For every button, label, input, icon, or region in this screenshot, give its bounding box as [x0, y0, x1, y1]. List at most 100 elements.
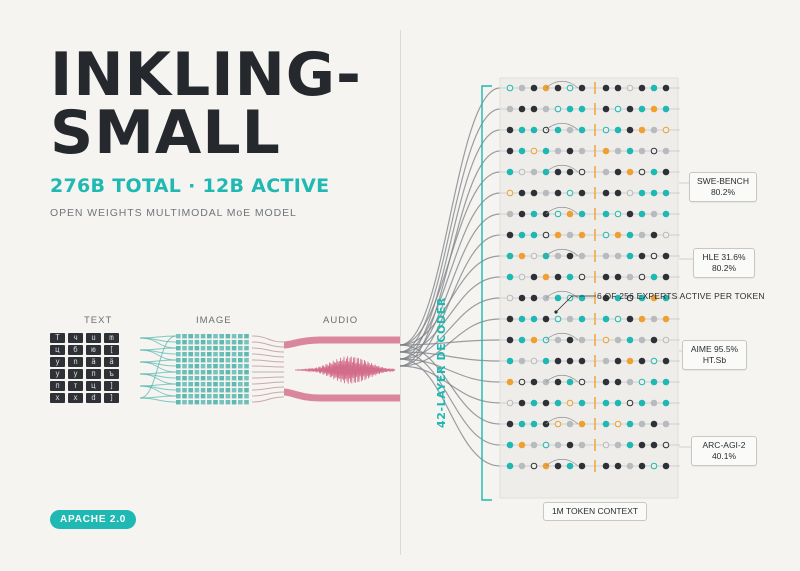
expert-node [554, 84, 562, 92]
expert-node [614, 231, 622, 239]
expert-node [626, 294, 634, 302]
expert-node [518, 126, 526, 134]
image-patch [225, 394, 231, 399]
expert-node [602, 126, 610, 134]
image-patch [225, 334, 231, 339]
experts-annotation: 6 OF 256 EXPERTS ACTIVE PER TOKEN [597, 291, 765, 301]
image-patch [200, 388, 206, 393]
text-token: т [68, 381, 83, 391]
expert-node [518, 147, 526, 155]
expert-node [566, 462, 574, 470]
expert-node [506, 399, 514, 407]
text-token: б [68, 345, 83, 355]
text-token: ] [104, 381, 119, 391]
decoder-input-line [399, 339, 501, 346]
expert-node [554, 378, 562, 386]
image-patch [182, 376, 187, 381]
text-token: d [86, 393, 101, 403]
image-patch [244, 382, 249, 387]
image-patch [238, 334, 243, 339]
expert-node [518, 273, 526, 281]
image-patch [219, 334, 224, 339]
text-token: u [86, 333, 101, 343]
expert-node [554, 294, 562, 302]
audio-modality-label: AUDIO [323, 315, 359, 326]
decoder-input-line [399, 358, 501, 383]
expert-node [542, 441, 550, 449]
expert-node [638, 210, 646, 218]
image-patch [225, 400, 231, 405]
image-patch [188, 376, 193, 381]
image-patch [188, 388, 193, 393]
expert-node [506, 168, 514, 176]
image-patch [213, 340, 218, 345]
image-patch [207, 334, 212, 339]
image-audio-connector [251, 341, 285, 348]
expert-node [638, 462, 646, 470]
expert-node [602, 294, 610, 302]
image-patch [225, 364, 231, 369]
expert-node [530, 336, 538, 344]
expert-node [614, 126, 622, 134]
image-patch [182, 334, 187, 339]
image-patch [176, 382, 181, 387]
expert-node [614, 147, 622, 155]
expert-node [518, 441, 526, 449]
expert-node [554, 210, 562, 218]
image-patch [219, 358, 224, 363]
text-token: ю [86, 345, 101, 355]
expert-node [578, 273, 586, 281]
routing-arc [545, 122, 579, 131]
expert-node [518, 189, 526, 197]
routing-arc [545, 458, 579, 467]
routing-arc [545, 80, 579, 89]
image-patch [207, 352, 212, 357]
image-patch [194, 352, 200, 357]
image-patch [194, 358, 200, 363]
expert-node [602, 420, 610, 428]
expert-node [602, 273, 610, 281]
expert-node [554, 315, 562, 323]
text-token: ц [50, 345, 65, 355]
expert-node [518, 294, 526, 302]
image-patch [238, 394, 243, 399]
expert-node [578, 294, 586, 302]
expert-node [626, 441, 634, 449]
image-patch [244, 358, 249, 363]
image-patch [213, 400, 218, 405]
expert-node [650, 189, 658, 197]
image-patch [244, 364, 249, 369]
expert-node [530, 357, 538, 365]
image-patch [213, 376, 218, 381]
expert-node [662, 315, 670, 323]
image-patch [238, 376, 243, 381]
center-divider [400, 30, 401, 555]
image-patch [231, 346, 237, 351]
image-patch [231, 388, 237, 393]
image-patch [200, 382, 206, 387]
expert-node [638, 126, 646, 134]
expert-node [602, 399, 610, 407]
image-patch [207, 358, 212, 363]
expert-node [566, 126, 574, 134]
expert-node [578, 420, 586, 428]
image-patch [244, 400, 249, 405]
text-token: T [50, 333, 65, 343]
text-token: y [50, 369, 65, 379]
text-token: x [50, 393, 65, 403]
image-patch [182, 388, 187, 393]
image-patch [244, 334, 249, 339]
image-patch [207, 370, 212, 375]
image-patch [188, 346, 193, 351]
expert-node [614, 168, 622, 176]
expert-node [662, 147, 670, 155]
expert-node [638, 441, 646, 449]
text-image-connector [139, 335, 177, 399]
expert-node [506, 147, 514, 155]
expert-node [626, 315, 634, 323]
expert-node [662, 378, 670, 386]
image-patch [244, 376, 249, 381]
image-patch [225, 388, 231, 393]
image-patch [200, 358, 206, 363]
decoder-panel [499, 77, 679, 499]
